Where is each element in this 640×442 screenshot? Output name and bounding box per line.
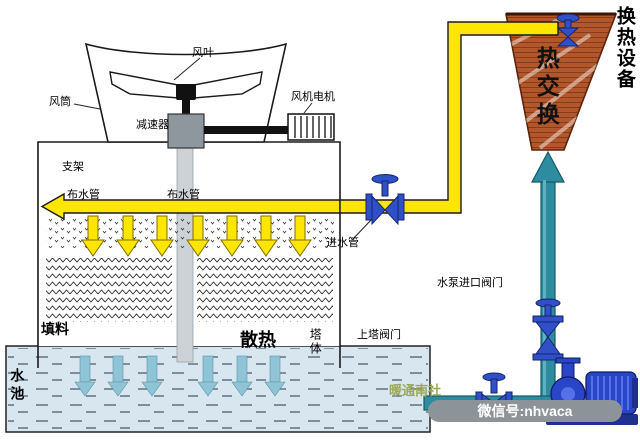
reducer-label: 减速器 [136, 119, 169, 131]
fan-blade-right-icon [193, 71, 263, 99]
distribution-pipe-label-right: 布水管 [167, 189, 200, 201]
up-tower-valve-label: 上塔阀门 [357, 329, 401, 341]
pool-label: 水池 [9, 368, 26, 404]
tower-body-label: 塔体 [308, 328, 323, 356]
exchanger-top-valve-icon [556, 13, 580, 47]
yellow-pipe-tower-run [40, 192, 341, 221]
support-label: 支架 [62, 161, 84, 173]
fan-blade-label: 风叶 [192, 47, 214, 59]
fan-duct-label: 风筒 [49, 96, 71, 108]
water-pool [5, 345, 431, 433]
spray-down-arrows [81, 215, 312, 257]
pool-down-arrows [74, 355, 286, 397]
wechat-watermark-bar: 微信号:nhvaca [428, 400, 622, 422]
fan-motor-graphic [204, 113, 335, 141]
fan-hub [176, 84, 196, 100]
leader-lines [73, 57, 373, 241]
fill-packing [46, 258, 333, 322]
fan-shaft [182, 98, 190, 116]
reducer-box [167, 113, 205, 149]
inlet-pipe-label: 进水管 [326, 237, 359, 249]
fan-assembly [109, 71, 263, 149]
brand-watermark: 暖通南社 [389, 383, 442, 398]
inlet-valve-icon [365, 174, 405, 226]
heat-dissipation-label: 散热 [240, 330, 276, 350]
drive-shaft [176, 147, 194, 363]
riser-valve-icon [532, 298, 564, 361]
filler-label: 填料 [41, 321, 69, 337]
heat-exchange-equipment-label: 换热设备 [613, 6, 635, 90]
fan-motor-label: 风机电机 [291, 91, 335, 103]
distribution-pipe-label-left: 布水管 [67, 189, 100, 201]
riser-pipe [531, 150, 565, 411]
pump-inlet-valve-label: 水泵进口阀门 [437, 277, 503, 289]
fan-blade-left-icon [109, 71, 179, 99]
heat-exchange-label: 热交换 [533, 46, 560, 130]
